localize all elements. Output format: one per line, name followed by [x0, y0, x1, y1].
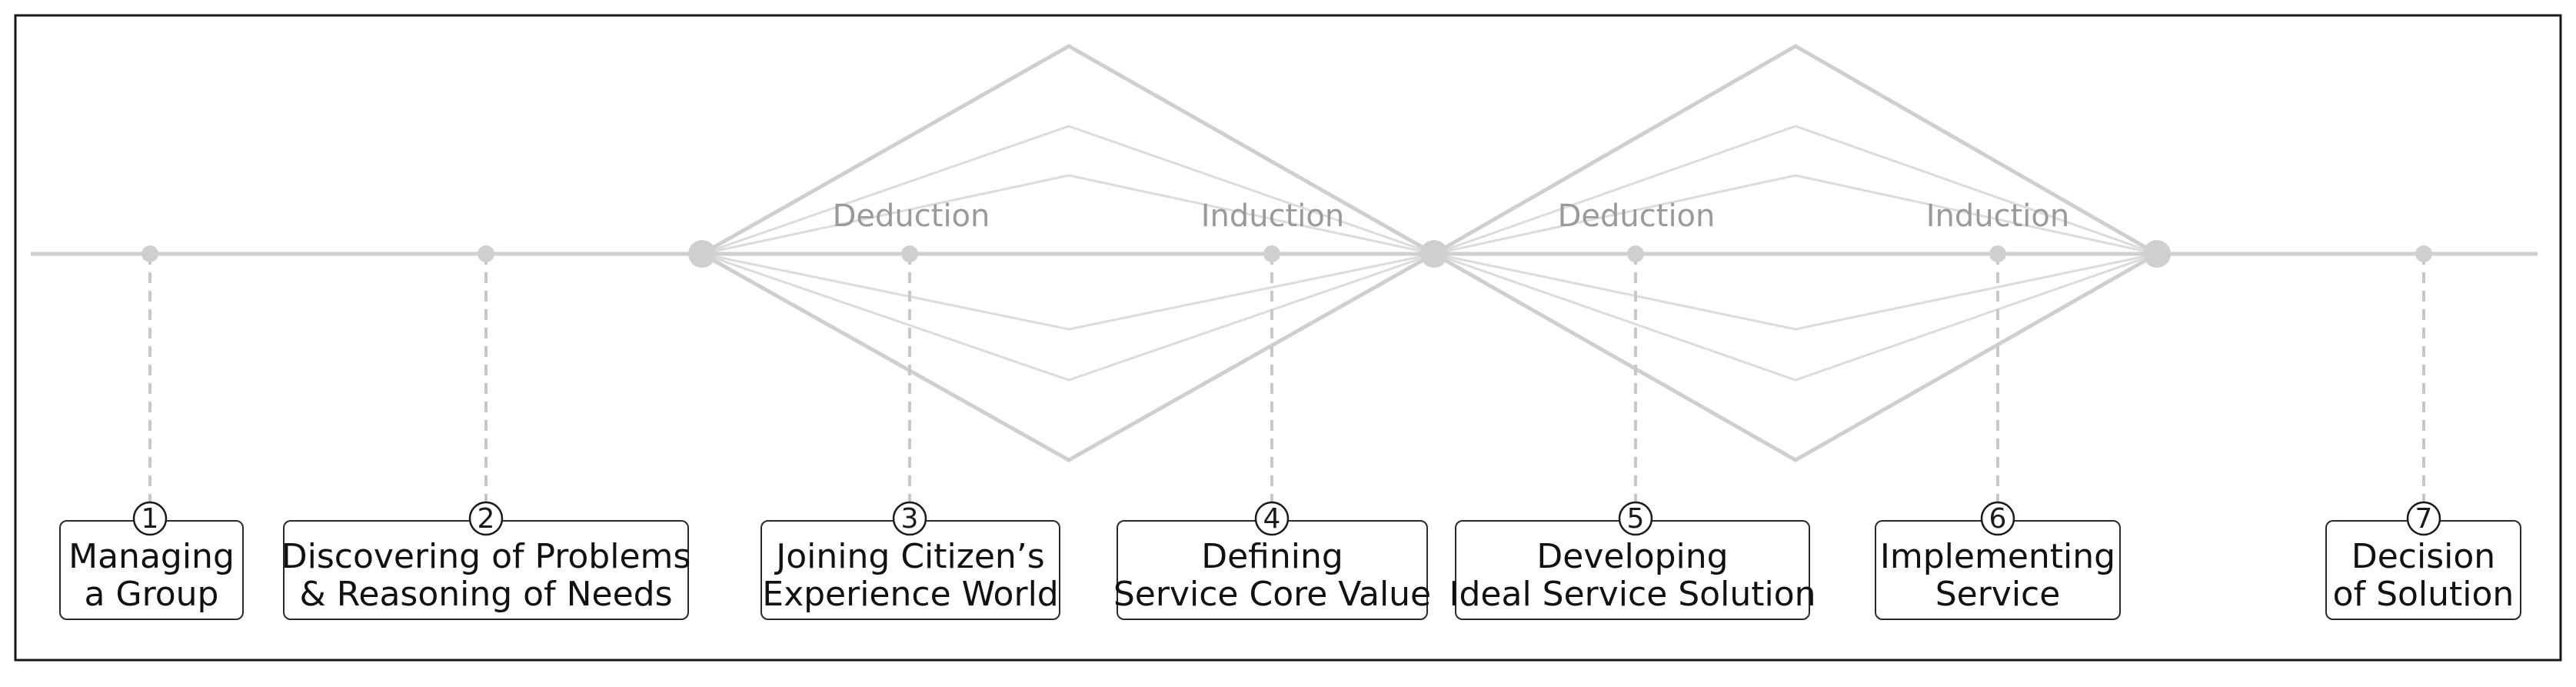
step-box-4: Defining Service Core Value: [1113, 520, 1431, 620]
junction-dot-1: [688, 240, 716, 268]
diamond-left: [697, 44, 1439, 462]
step-4-line-1: Defining: [1201, 536, 1343, 576]
step-4-line-2: Service Core Value: [1113, 575, 1432, 614]
step-4-connector: [1263, 245, 1280, 502]
diamond-right-fan-upper-outer: [1433, 125, 2158, 255]
timeline-dot: [2415, 245, 2432, 262]
step-6-line-1: Implementing: [1879, 536, 2116, 576]
step-7-connector: [2415, 245, 2432, 502]
timeline-dot: [901, 245, 918, 262]
step-7-line-2: of Solution: [2332, 575, 2514, 614]
timeline-dot: [141, 245, 158, 262]
phase-label-induction-2: Induction: [1926, 198, 2070, 234]
step-1-connector: [141, 245, 158, 502]
step-5-connector: [1627, 245, 1644, 502]
step-2-line-2: & Reasoning of Needs: [299, 575, 673, 614]
step-6-connector: [1989, 245, 2006, 502]
step-1-line-2: a Group: [84, 575, 219, 614]
step-5-line-2: Ideal Service Solution: [1449, 575, 1816, 614]
step-box-3: Joining Citizen’s Experience World: [760, 520, 1060, 620]
step-5-line-1: Developing: [1536, 536, 1729, 576]
step-box-5: Developing Ideal Service Solution: [1449, 520, 1816, 620]
phase-label-deduction-1: Deduction: [833, 198, 990, 234]
step-2-line-1: Discovering of Problems: [281, 536, 691, 576]
outer-frame: [14, 14, 2562, 662]
junction-dot-2: [1420, 240, 1448, 268]
step-box-7: Decision of Solution: [2325, 520, 2521, 620]
timeline-dot: [1263, 245, 1280, 262]
diamond-right-fan-upper-inner: [1433, 174, 2158, 255]
step-6-line-2: Service: [1935, 575, 2061, 614]
step-box-6: Implementing Service: [1875, 520, 2121, 620]
diamond-left-fan-lower-outer: [701, 252, 1435, 382]
diamond-left-fan-lower-inner: [701, 252, 1435, 331]
diamond-left-fan-upper-outer: [701, 125, 1435, 255]
step-3-connector: [901, 245, 918, 502]
timeline-dot: [478, 245, 494, 262]
step-box-1: Managing a Group: [59, 520, 244, 620]
step-2-connector: [478, 245, 494, 502]
phase-label-induction-1: Induction: [1201, 198, 1345, 234]
step-1-line-1: Managing: [68, 536, 235, 576]
phase-label-deduction-2: Deduction: [1558, 198, 1716, 234]
junction-dot-3: [2143, 240, 2171, 268]
step-7-line-1: Decision: [2351, 536, 2496, 576]
timeline-dot: [1989, 245, 2006, 262]
diamond-right-fan-lower-outer: [1433, 252, 2158, 382]
timeline-dot: [1627, 245, 1644, 262]
diamond-right-fan-lower-inner: [1433, 252, 2158, 331]
step-box-2: Discovering of Problems & Reasoning of N…: [281, 520, 691, 620]
step-3-line-1: Joining Citizen’s: [776, 536, 1045, 576]
step-3-line-2: Experience World: [762, 575, 1059, 614]
diamond-left-fan-upper-inner: [701, 174, 1435, 255]
